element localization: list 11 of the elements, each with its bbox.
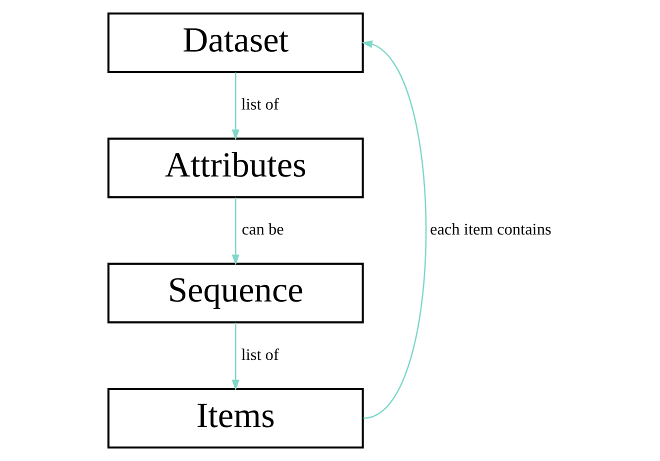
arrow (231, 198, 239, 266)
arrow (231, 72, 239, 140)
edge-label: can be (241, 220, 284, 239)
edge-label: each item contains (429, 220, 551, 239)
edge-label: list of (240, 94, 278, 114)
edge-label: list of (240, 344, 278, 364)
node-box: Sequence (106, 262, 364, 324)
node-box: Attributes (106, 138, 364, 198)
node-box: Items (106, 388, 364, 448)
arrow (231, 322, 239, 391)
node-box: Dataset (106, 12, 364, 74)
